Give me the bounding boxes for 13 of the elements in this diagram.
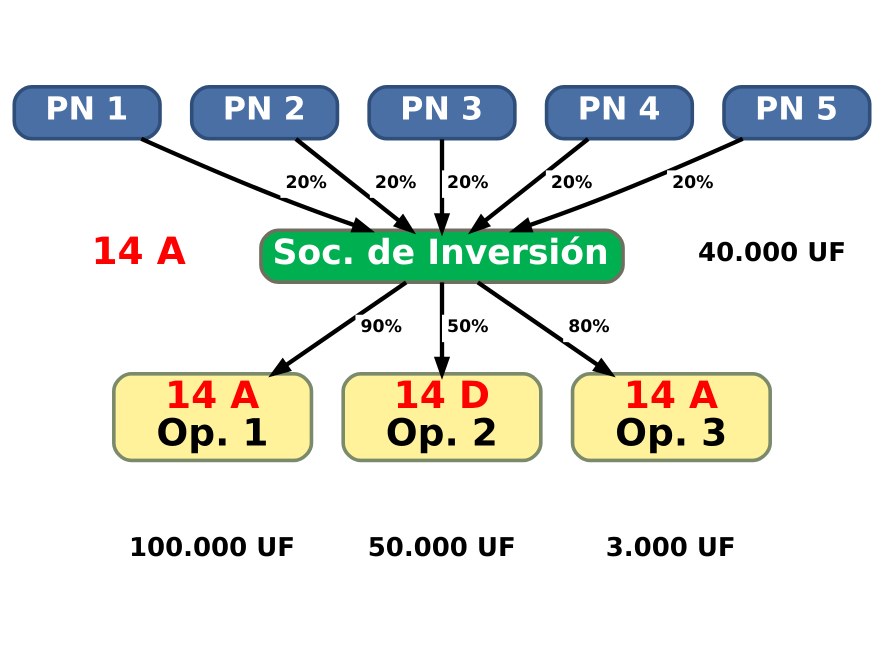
node-label: 100.000 UF xyxy=(128,532,296,563)
node-label: 14 A xyxy=(91,228,186,272)
node-label: 3.000 UF xyxy=(606,532,736,563)
edge-label: 20% xyxy=(285,172,327,192)
edge-label: 20% xyxy=(374,172,416,192)
edge-label: 50% xyxy=(447,316,488,337)
edge-label: 20% xyxy=(550,172,592,192)
node-label: 50.000 UF xyxy=(368,532,516,563)
edge-label: 90% xyxy=(360,316,402,337)
node-label: 40.000 UF xyxy=(698,238,846,268)
edge-label: 20% xyxy=(672,172,714,192)
edge-label: 20% xyxy=(447,172,488,192)
edge-label: 80% xyxy=(568,316,610,337)
